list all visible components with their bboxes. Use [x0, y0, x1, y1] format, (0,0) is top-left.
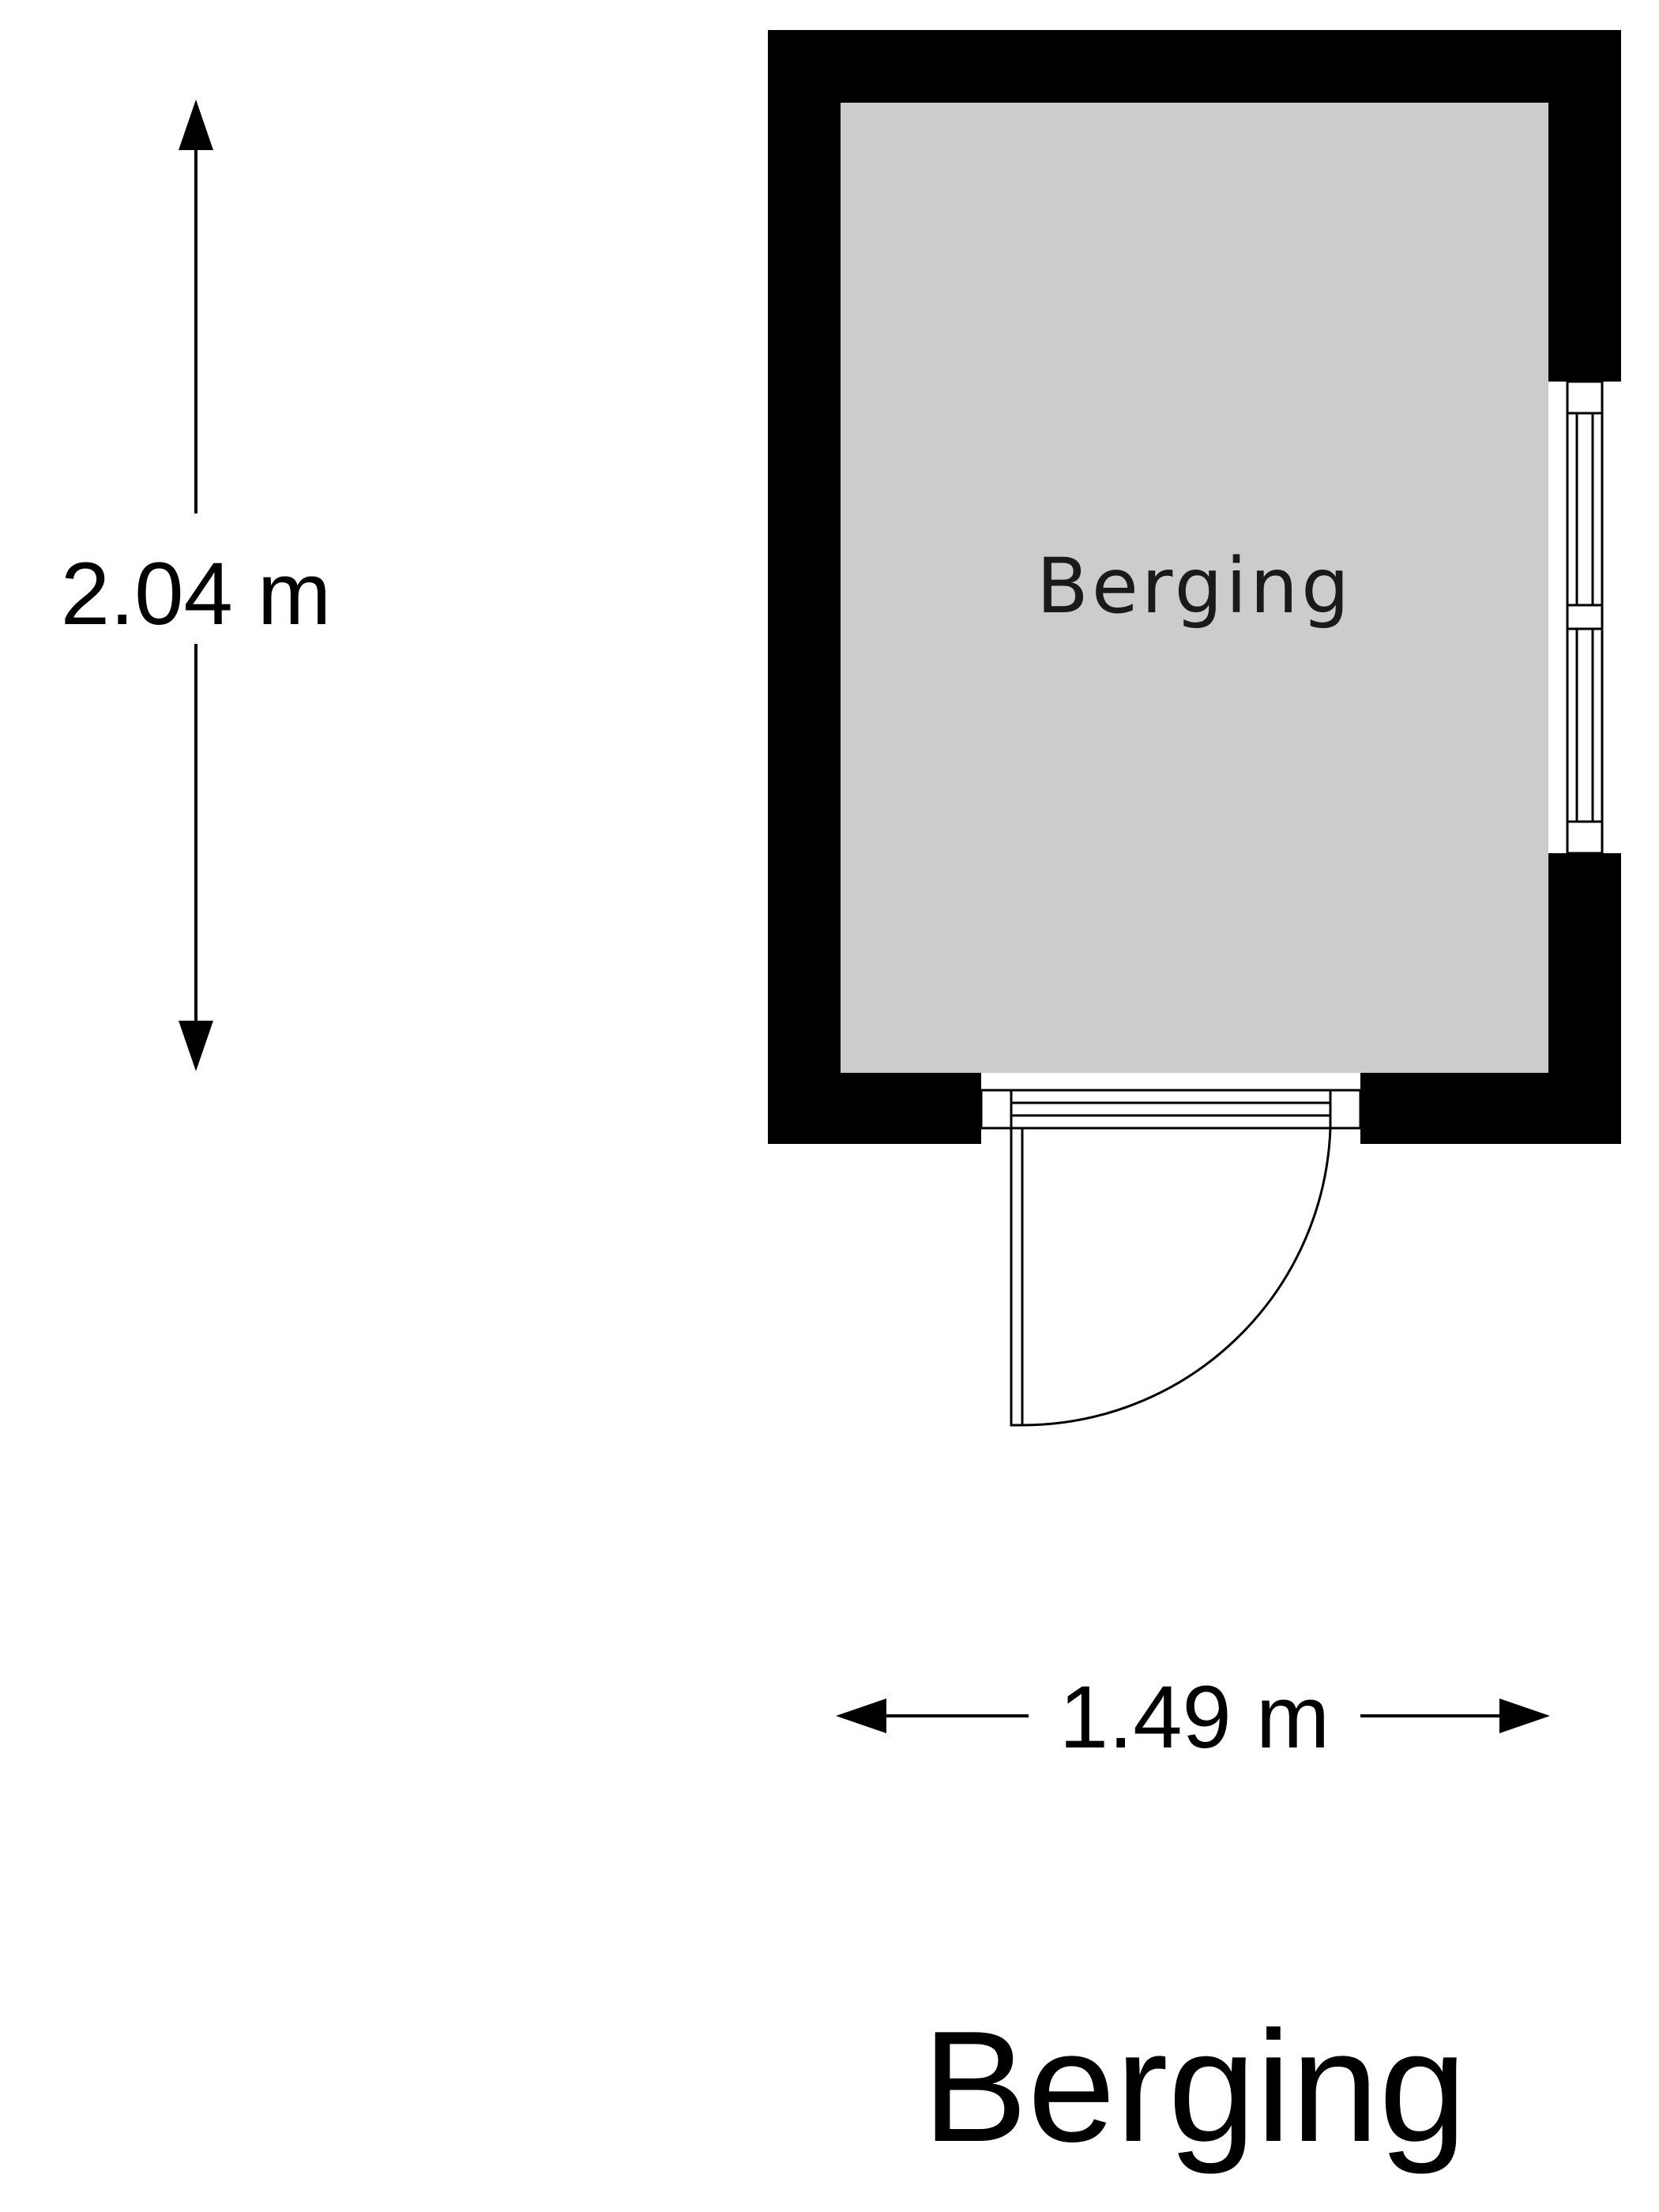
wall-bottom-right — [1360, 1073, 1621, 1144]
door-leaf — [1010, 1127, 1024, 1427]
arrow-right-icon — [1499, 1698, 1550, 1733]
arrow-down-icon — [179, 1021, 213, 1071]
height-dimension-label: 2.04 m — [61, 544, 331, 643]
door-swing-arc — [1021, 1127, 1332, 1427]
height-dimension: 2.04 m — [61, 100, 331, 1071]
width-dimension-label: 1.49 m — [1059, 1668, 1330, 1766]
window-right — [1548, 380, 1621, 855]
floor-title: Berging — [922, 1999, 1466, 2175]
door — [980, 1073, 1362, 1427]
width-dimension: 1.49 m — [836, 1668, 1550, 1766]
wall-bottom-left — [768, 1073, 981, 1144]
wall-right-upper — [1548, 30, 1621, 382]
arrow-left-icon — [836, 1698, 886, 1733]
room-label: Berging — [1036, 542, 1352, 630]
walls — [768, 30, 1621, 1144]
wall-left — [768, 30, 841, 1144]
arrow-up-icon — [179, 100, 213, 150]
room-floor — [841, 103, 1548, 1073]
wall-top — [768, 30, 1621, 103]
